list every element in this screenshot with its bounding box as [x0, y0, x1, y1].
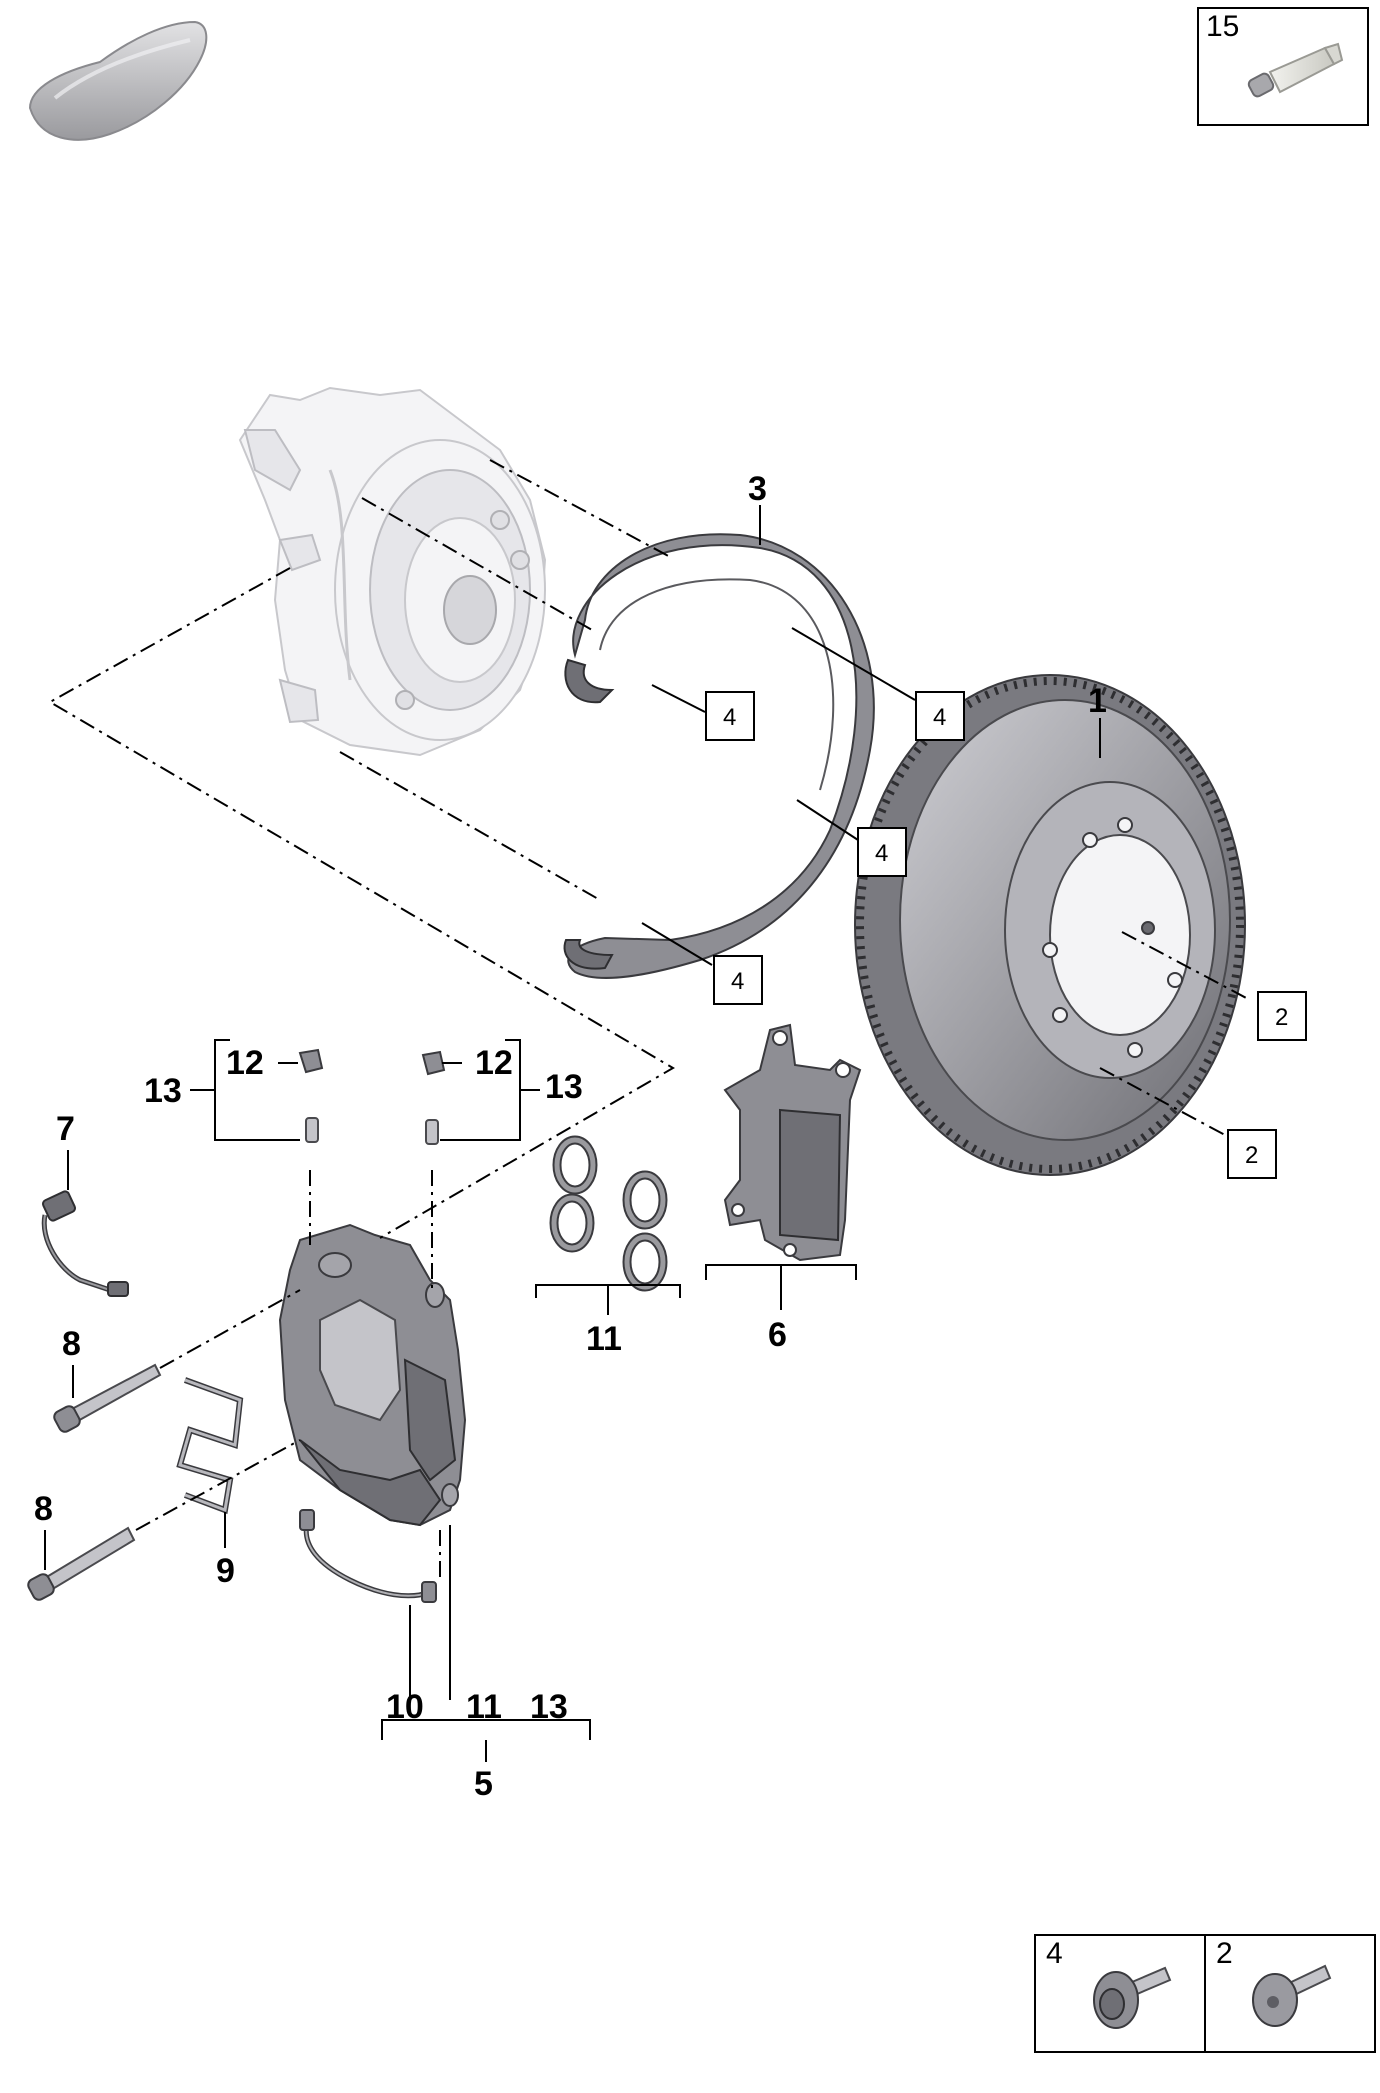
callout-bleed-right-12: 12	[475, 1044, 513, 1082]
bolt-ref-callout: 4	[1046, 1937, 1063, 1970]
callout-seals: 11	[586, 1320, 622, 1358]
boxed-callout: 2	[1257, 991, 1307, 1041]
grease-tube-icon	[1247, 42, 1344, 98]
car-silhouette-icon	[28, 20, 208, 141]
callout-rotor: 1	[1088, 682, 1107, 720]
callout-spring: 9	[216, 1552, 235, 1590]
guide-bolt-upper	[53, 1363, 162, 1433]
boxed-callout: 4	[915, 691, 965, 741]
brake-caliper	[278, 1223, 467, 1527]
piston-seals	[549, 1135, 668, 1292]
alignment-lines	[47, 459, 1251, 1580]
callout-assembly-11: 11	[466, 1688, 502, 1726]
brake-pads	[723, 1023, 862, 1262]
seal-ring	[549, 1193, 595, 1253]
callout-bolt-lower: 8	[34, 1490, 53, 1528]
svg-text:4: 4	[933, 704, 946, 731]
seal-ring	[552, 1135, 598, 1195]
svg-text:4: 4	[731, 968, 744, 995]
callout-bleed-left-12: 12	[226, 1044, 264, 1082]
boxed-callout: 4	[857, 827, 907, 877]
callout-bleed-left-13: 13	[144, 1072, 182, 1110]
grease-callout: 15	[1206, 10, 1239, 43]
callout-shield: 3	[748, 470, 767, 508]
wear-sensor	[41, 1190, 129, 1297]
leader-lines	[44, 505, 1101, 1762]
bleed-screw-right	[421, 1050, 446, 1145]
grease-box: 15	[1197, 7, 1369, 126]
svg-text:4: 4	[723, 704, 736, 731]
fastener-reference-boxes: 4 2	[1034, 1934, 1376, 2053]
spreader-spring	[176, 1377, 244, 1515]
screw-ref-callout: 2	[1216, 1937, 1233, 1970]
callout-bolt-upper: 8	[62, 1325, 81, 1363]
svg-text:4: 4	[875, 840, 888, 867]
svg-text:2: 2	[1275, 1004, 1288, 1031]
callout-sensor: 7	[56, 1110, 75, 1148]
dust-shield	[563, 533, 875, 979]
svg-text:2: 2	[1245, 1142, 1258, 1169]
seal-ring	[622, 1170, 668, 1230]
callout-assembly-13: 13	[530, 1688, 568, 1726]
callout-pads: 6	[768, 1316, 787, 1354]
hex-flange-bolt-icon	[1093, 1966, 1172, 2029]
boxed-callout: 4	[705, 691, 755, 741]
boxed-callout: 2	[1227, 1129, 1277, 1179]
brake-rotor	[854, 674, 1246, 1176]
callout-bleed-right-13: 13	[545, 1068, 583, 1106]
wheel-carrier	[238, 386, 547, 757]
seal-ring	[622, 1232, 668, 1292]
brake-line	[299, 1509, 437, 1603]
callout-caliper-assembly: 5	[474, 1765, 493, 1803]
countersunk-screw-icon	[1252, 1964, 1332, 2027]
bleed-screw-left	[298, 1048, 324, 1143]
guide-bolt-lower	[27, 1526, 136, 1601]
callout-assembly-10: 10	[386, 1688, 424, 1726]
boxed-callout: 4	[713, 955, 763, 1005]
